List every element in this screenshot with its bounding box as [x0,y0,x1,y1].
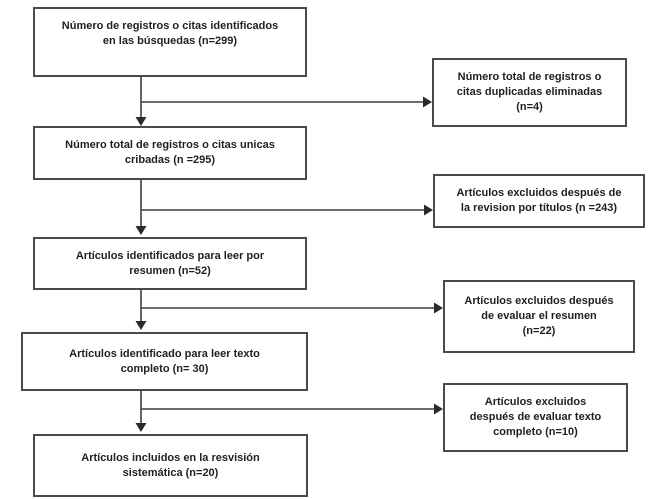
arrowhead-right-3 [434,302,443,314]
box-articles-for-fulltext: Artículos identificado para leer texto c… [21,332,308,391]
box-articles-for-abstract: Artículos identificados para leer por re… [33,237,307,290]
arrowhead-right-4 [434,403,443,415]
box-articles-for-abstract-text: Artículos identificados para leer por re… [75,249,265,277]
arrowhead-down-2 [135,226,147,235]
arrowhead-down-4 [135,423,147,432]
box-articles-for-fulltext-text: Artículos identificado para leer texto c… [69,347,260,375]
box-excluded-by-abstract: Artículos excluidos después de evaluar e… [443,280,635,353]
arrowhead-right-1 [423,96,432,108]
box-unique-records-screened-text: Número total de registros o citas unicas… [65,139,275,166]
arrowhead-right-2 [424,204,433,216]
box-articles-included-text: Artículos incluidos en la resvisión sist… [81,451,260,479]
box-excluded-by-fulltext-text: Artículos excluidos después de evaluar t… [469,396,602,438]
arrowhead-down-3 [135,321,147,330]
box-records-identified: Número de registros o citas identificado… [33,7,307,77]
box-excluded-by-abstract-text: Artículos excluidos después de evaluar e… [464,295,614,337]
box-unique-records-screened: Número total de registros o citas unicas… [33,126,307,180]
box-duplicates-removed: Número total de registros o citas duplic… [432,58,627,127]
box-excluded-by-title-text: Artículos excluidos después de la revisi… [456,187,622,214]
box-excluded-by-fulltext: Artículos excluidos después de evaluar t… [443,383,628,452]
box-duplicates-removed-text: Número total de registros o citas duplic… [456,71,603,113]
box-records-identified-text: Número de registros o citas identificado… [61,20,279,47]
box-excluded-by-title: Artículos excluidos después de la revisi… [433,174,645,228]
box-articles-included: Artículos incluidos en la resvisión sist… [33,434,308,497]
arrowhead-down-1 [135,117,147,126]
